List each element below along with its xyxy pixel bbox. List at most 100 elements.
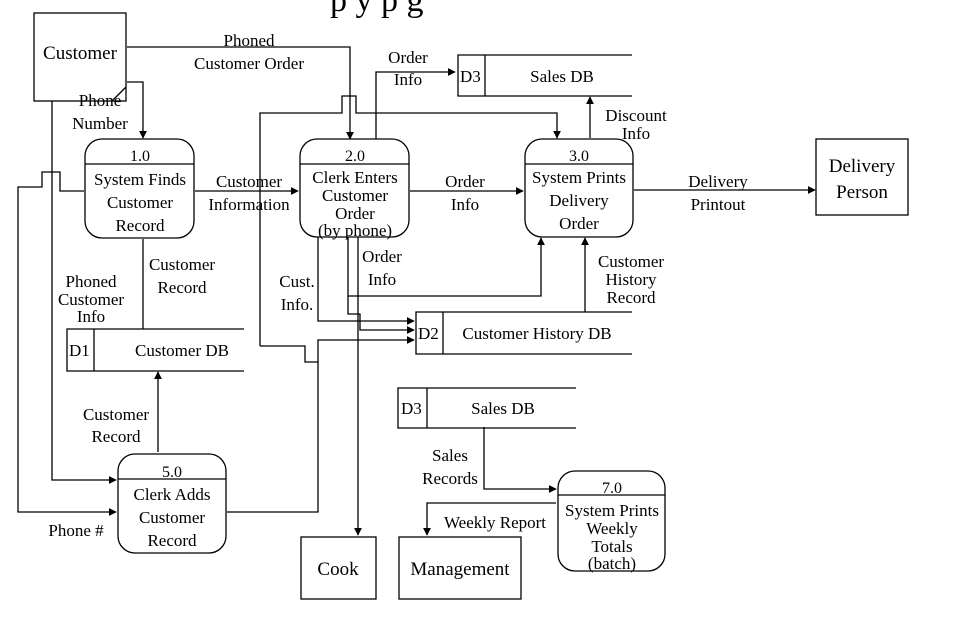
label-delivery-printout-2: Printout: [691, 195, 746, 214]
entity-management: Management: [398, 536, 522, 600]
process-5-0-line-2: Customer: [139, 508, 205, 527]
process-7-0-line-2: Weekly: [586, 519, 638, 538]
flow-line-phone-hash: [17, 171, 117, 516]
flow-line-phone-number: [127, 81, 147, 139]
label-order-info-p3-1: Order: [445, 172, 485, 191]
flow-line-to-d2-mid: [347, 296, 415, 334]
process-2-0-number: 2.0: [345, 148, 365, 165]
label-order-info-d3-2: Info: [394, 70, 422, 89]
label-sales-records-1: Sales: [432, 446, 468, 465]
process-1-0-line-2: Customer: [107, 193, 173, 212]
process-5-0-number: 5.0: [162, 464, 182, 481]
store-d3-code-top: D3: [460, 67, 481, 86]
process-3-0-number: 3.0: [569, 148, 589, 165]
label-phone-number-1: Phone: [79, 91, 122, 110]
label-phone-number-2: Number: [72, 114, 128, 133]
process-3-0-line-2: Delivery: [549, 191, 609, 210]
flow-line-sales-records: [483, 427, 557, 493]
entity-delivery-label-1: Delivery: [829, 156, 896, 177]
label-cust-info-2: Info.: [281, 295, 314, 314]
label-customer-history-record-1: Customer: [598, 252, 664, 271]
label-order-info-cook-1: Order: [362, 247, 402, 266]
flow-line-weekly-report: [423, 502, 556, 536]
label-cust-info-1: Cust.: [279, 272, 314, 291]
store-d3-name-bottom: Sales DB: [471, 399, 535, 418]
flow-line-phoned-customer-info: [51, 88, 117, 484]
label-phone-hash: Phone #: [48, 521, 104, 540]
header-fragment: p y p g: [330, 0, 424, 19]
external-entities: Customer Delivery Person Cook Management: [33, 12, 909, 600]
label-customer-history-record-3: Record: [606, 288, 656, 307]
flow-line-phoned-order: [127, 46, 354, 140]
process-1-0-line-1: System Finds: [94, 170, 186, 189]
label-weekly-report: Weekly Report: [444, 513, 546, 532]
label-customer-record-down-2: Record: [91, 427, 141, 446]
label-phoned-order-2: Customer Order: [194, 54, 304, 73]
entity-customer-label: Customer: [43, 43, 118, 64]
label-phoned-customer-info-1: Phoned: [66, 272, 118, 291]
process-3-0-line-3: Order: [559, 214, 599, 233]
flow-lines: [17, 46, 816, 536]
label-phoned-customer-info-3: Info: [77, 307, 105, 326]
entity-management-label: Management: [410, 559, 510, 580]
store-d1-customer-db: D1 Customer DB: [66, 328, 244, 372]
entity-delivery-label-2: Person: [836, 182, 888, 203]
entity-cook-label: Cook: [317, 559, 359, 580]
label-customer-information-1: Customer: [216, 172, 282, 191]
process-2-0-line-3: Order: [335, 204, 375, 223]
store-d2-name: Customer History DB: [462, 324, 611, 343]
label-sales-records-2: Records: [422, 469, 478, 488]
label-order-info-p3-2: Info: [451, 195, 479, 214]
process-1-0: 1.0 System Finds Customer Record: [84, 138, 195, 239]
process-2-0-line-2: Customer: [322, 186, 388, 205]
label-customer-record-up-2: Record: [157, 278, 207, 297]
process-3-0: 3.0 System Prints Delivery Order: [524, 138, 634, 238]
store-d1-name: Customer DB: [135, 341, 229, 360]
store-d3-code-bottom: D3: [401, 399, 422, 418]
flow-line-cust-info: [317, 236, 415, 325]
process-5-0-line-3: Record: [147, 531, 197, 550]
label-phoned-order-1: Phoned: [224, 31, 276, 50]
flow-line-order-info-up: [347, 236, 545, 297]
label-customer-information-2: Information: [208, 195, 290, 214]
entity-customer: Customer: [33, 12, 127, 102]
flow-line-order-info-d3: [375, 68, 456, 139]
label-customer-record-up-1: Customer: [149, 255, 215, 274]
process-2-0-line-4: (by phone): [318, 221, 392, 240]
data-stores: D3 Sales DB D2 Customer History DB D1 Cu…: [66, 54, 632, 429]
label-order-info-cook-2: Info: [368, 270, 396, 289]
process-3-0-line-1: System Prints: [532, 168, 626, 187]
label-delivery-printout-1: Delivery: [688, 172, 748, 191]
process-7-0: 7.0 System Prints Weekly Totals (batch): [557, 470, 666, 573]
store-d2-customer-history-db: D2 Customer History DB: [415, 311, 632, 355]
store-d2-code: D2: [418, 324, 439, 343]
process-5-0-line-1: Clerk Adds: [134, 485, 211, 504]
flow-line-bridge-to-p3: [259, 95, 561, 346]
flow-labels: Phoned Customer Order Phone Number Order…: [48, 31, 748, 540]
flow-line-to-d2-lower: [260, 336, 415, 363]
label-customer-record-down-1: Customer: [83, 405, 149, 424]
label-phoned-customer-info-2: Customer: [58, 290, 124, 309]
label-order-info-d3-1: Order: [388, 48, 428, 67]
process-7-0-number: 7.0: [602, 480, 622, 497]
processes: 1.0 System Finds Customer Record 2.0 Cle…: [84, 138, 666, 573]
process-2-0-line-1: Clerk Enters: [312, 168, 397, 187]
store-d3-name-top: Sales DB: [530, 67, 594, 86]
process-5-0: 5.0 Clerk Adds Customer Record: [117, 453, 227, 554]
label-customer-history-record-2: History: [606, 270, 658, 289]
store-d3-sales-db-top: D3 Sales DB: [457, 54, 632, 97]
store-d1-code: D1: [69, 341, 90, 360]
process-2-0: 2.0 Clerk Enters Customer Order (by phon…: [299, 138, 410, 240]
process-1-0-number: 1.0: [130, 148, 150, 165]
label-discount-info-2: Info: [622, 124, 650, 143]
flow-line-p5-to-d2: [227, 362, 319, 513]
process-7-0-line-3: Totals: [591, 537, 632, 556]
entity-cook: Cook: [300, 536, 377, 600]
store-d3-sales-db-bottom: D3 Sales DB: [397, 387, 576, 429]
process-7-0-line-1: System Prints: [565, 501, 659, 520]
process-1-0-line-3: Record: [115, 216, 165, 235]
label-discount-info-1: Discount: [605, 106, 667, 125]
entity-delivery-person: Delivery Person: [815, 138, 909, 216]
